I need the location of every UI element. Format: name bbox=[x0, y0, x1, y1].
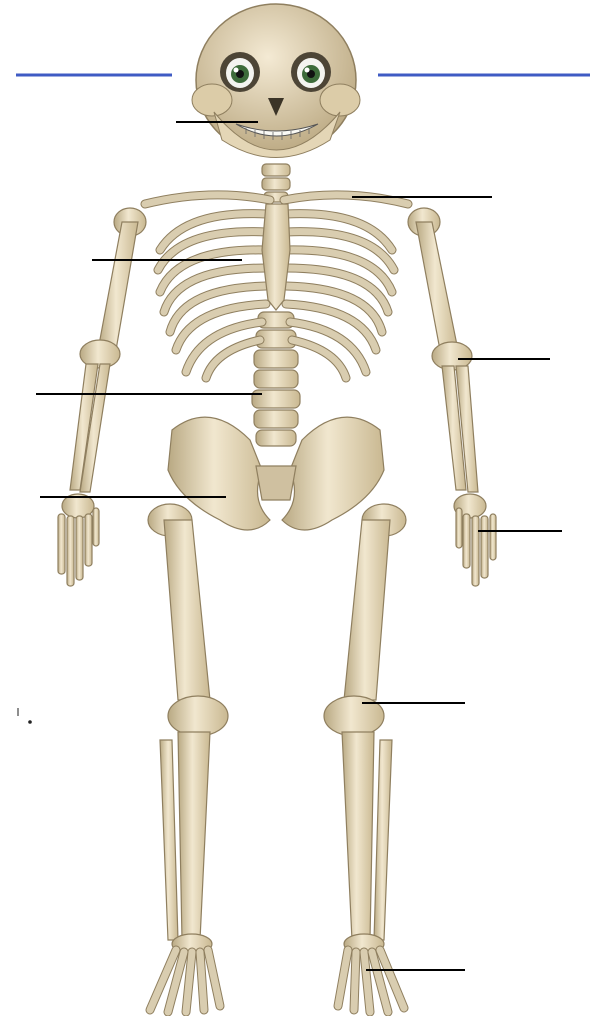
arm-right bbox=[416, 222, 478, 492]
speck-mark bbox=[28, 720, 32, 724]
sternum bbox=[262, 204, 290, 310]
hand-right bbox=[454, 494, 496, 586]
arm-left bbox=[70, 222, 138, 492]
eye-left bbox=[220, 52, 260, 92]
skull bbox=[192, 4, 360, 158]
foot-left bbox=[150, 950, 220, 1012]
eye-right bbox=[291, 52, 331, 92]
leg-left bbox=[148, 504, 228, 954]
foot-right bbox=[338, 950, 404, 1012]
hand-left bbox=[58, 494, 99, 586]
leg-right bbox=[324, 504, 406, 954]
